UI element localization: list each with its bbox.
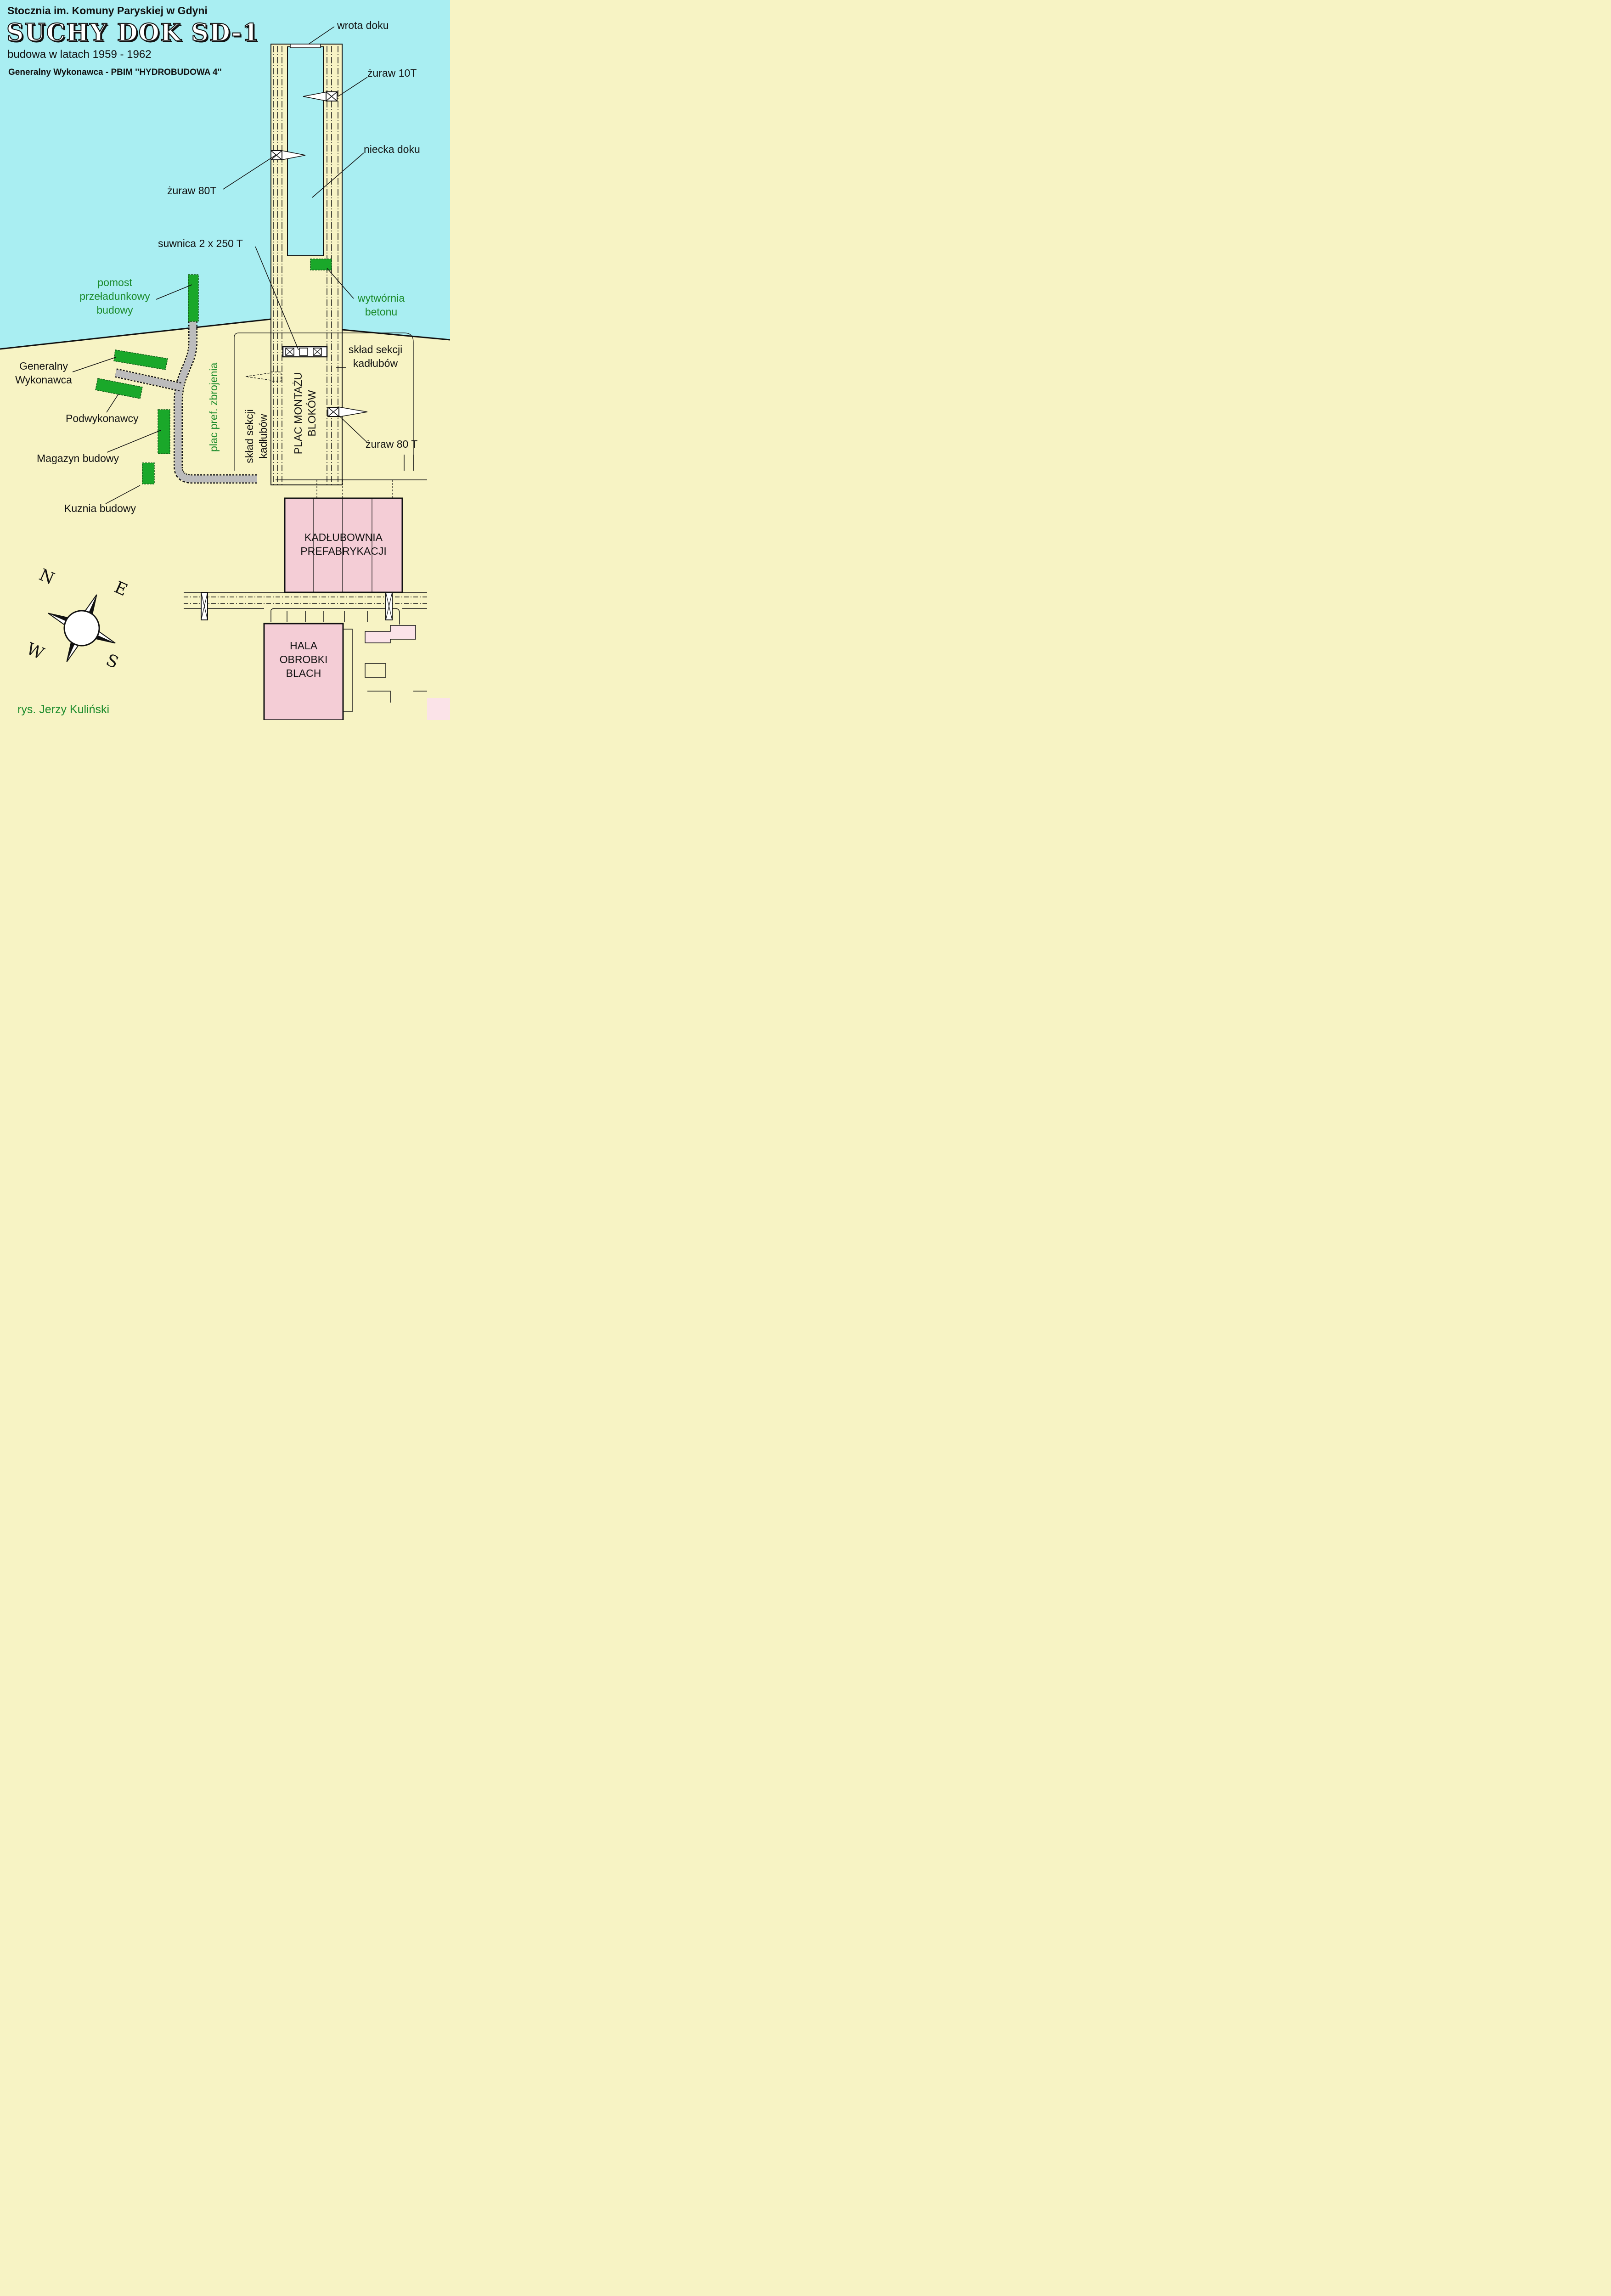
- crane-80t-north: [270, 150, 306, 160]
- crane-80t-south: [327, 406, 368, 417]
- plate-hall-label: HALA OBROBKI BLACH: [264, 639, 343, 680]
- section-store-west-label-line: skład sekcji: [243, 409, 255, 463]
- transfer-crane-west: [201, 592, 208, 620]
- forge-facility: [142, 462, 155, 484]
- warehouse-facility: [158, 409, 170, 454]
- general-contractor-facility: [113, 349, 168, 370]
- pier-label-line: budowy: [96, 304, 133, 316]
- pier-label-line: pomost: [97, 276, 132, 288]
- plate-hall-label-line: BLACH: [286, 667, 321, 679]
- crane-80t-south-label: żuraw 80 T: [366, 438, 418, 450]
- site-map: [0, 0, 450, 720]
- shoreline-east: [342, 329, 450, 341]
- pier-label-line: przeładunkowy: [79, 290, 150, 302]
- annex-buildings: [365, 625, 450, 720]
- shipyard-name: Stocznia im. Komuny Paryskiej w Gdyni: [7, 5, 208, 17]
- leader-lines: [72, 26, 368, 504]
- hull-prefab-hall: [284, 480, 403, 593]
- dock-gate-label: wrota doku: [337, 19, 389, 31]
- section-store-east-label-line: skład sekcji: [348, 343, 403, 355]
- gantry-crane-label: suwnica 2 x 250 T: [158, 237, 243, 249]
- gantry-crane: [282, 346, 328, 358]
- section-store-east-label-line: kadłubów: [353, 357, 398, 369]
- section-store-west-label: skład sekcji kadłubów: [242, 404, 270, 468]
- plate-hall-label-line: HALA: [289, 640, 318, 652]
- crane-80t-north-label: żuraw 80T: [167, 185, 217, 197]
- construction-years: budowa w latach 1959 - 1962: [7, 48, 152, 61]
- water-area: [0, 0, 450, 349]
- concrete-plant-label-line: wytwórnia: [357, 292, 405, 304]
- general-contractor-label-line: Wykonawca: [15, 374, 72, 386]
- dock-gate: [290, 44, 321, 48]
- hull-prefab-hall-label-line: PREFABRYKACJI: [300, 545, 387, 557]
- assembly-yard-label-line: BLOKÓW: [306, 390, 318, 437]
- rebar-yard-label: plac pref. zbrojenia: [208, 362, 220, 452]
- assembly-yard-label: PLAC MONTAŻU BLOKÓW: [291, 367, 319, 459]
- plate-hall-label-line: OBROBKI: [279, 653, 328, 665]
- plant-roads: [184, 455, 427, 625]
- pier-facility: [188, 274, 199, 322]
- subcontractors-label: Podwykonawcy: [66, 412, 139, 424]
- crane-dashed-ghost: [245, 371, 282, 382]
- dock-basin: [287, 46, 324, 256]
- hull-prefab-hall-label-line: KADŁUBOWNIA: [304, 531, 383, 543]
- section-store-east-label: skład sekcji kadłubów: [342, 343, 409, 370]
- concrete-plant-facility: [310, 259, 332, 270]
- concrete-plant-label: wytwórnia betonu: [351, 291, 411, 319]
- shoreline: [0, 318, 271, 350]
- compass-rose: [48, 594, 116, 662]
- dock-basin-label: niecka doku: [364, 143, 420, 155]
- section-store-west-label-line: kadłubów: [257, 414, 269, 459]
- general-contractor-label-line: Generalny: [19, 360, 68, 372]
- plate-processing-hall: [263, 623, 353, 720]
- warehouse-label: Magazyn budowy: [37, 452, 119, 464]
- general-contractor-label: Generalny Wykonawca: [9, 359, 78, 387]
- concrete-plant-label-line: betonu: [365, 306, 398, 318]
- page-title: SUCHY DOK SD-1: [6, 18, 260, 47]
- hull-prefab-hall-label: KADŁUBOWNIA PREFABRYKACJI: [285, 530, 402, 558]
- site-plan: Stocznia im. Komuny Paryskiej w Gdyni SU…: [0, 0, 450, 720]
- author-credit: rys. Jerzy Kuliński: [17, 703, 110, 716]
- crane-10t-label: żuraw 10T: [367, 67, 417, 79]
- forge-label: Kuznia budowy: [64, 502, 136, 514]
- assembly-yard-label-line: PLAC MONTAŻU: [292, 372, 304, 455]
- general-contractor-note: Generalny Wykonawca - PBIM ''HYDROBUDOWA…: [8, 68, 222, 77]
- site-road: [114, 321, 257, 484]
- pier-label: pomost przeładunkowy budowy: [73, 276, 156, 317]
- subcontractor-facility: [95, 378, 143, 399]
- crane-10t: [303, 91, 338, 101]
- transfer-crane-east: [385, 592, 393, 620]
